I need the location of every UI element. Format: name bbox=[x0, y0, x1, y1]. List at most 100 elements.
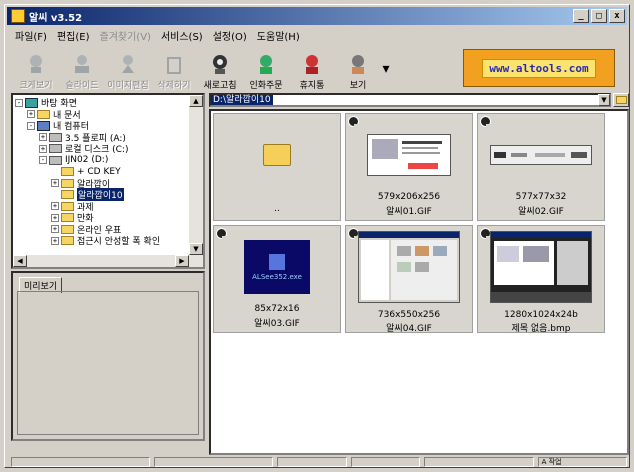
folder-up-button[interactable] bbox=[613, 93, 629, 107]
toolbar: 크게보기 슬라이드 이미지편집 삭제하기 새로고침 인화주문 휴지통 보기 bbox=[7, 45, 459, 91]
address-bar[interactable]: D:\알라깝이10 bbox=[209, 93, 611, 107]
trash-button[interactable]: 휴지통 bbox=[289, 47, 335, 91]
thumbnail-item[interactable]: .. bbox=[213, 113, 341, 221]
tree-item[interactable]: 알라깝이10 bbox=[15, 188, 203, 202]
slideshow-button[interactable]: 슬라이드 bbox=[59, 47, 105, 91]
expand-toggle-icon[interactable]: + bbox=[51, 202, 59, 211]
thumbnail-item[interactable]: ALSee352.exe 85x72x16 알씨03.GIF bbox=[213, 225, 341, 333]
refresh-label: 새로고침 bbox=[203, 81, 237, 91]
preview-tab[interactable]: 미리보기 bbox=[19, 277, 63, 293]
menu-favorites[interactable]: 즐겨찾기(V) bbox=[99, 31, 151, 43]
expand-toggle-icon[interactable]: + bbox=[51, 179, 59, 188]
banner-text: www.altools.com bbox=[482, 58, 596, 78]
tree-item-label: 접근시 안성할 폭 확인 bbox=[77, 237, 161, 248]
expand-toggle-icon[interactable]: - bbox=[27, 121, 35, 130]
drive-icon bbox=[49, 144, 62, 154]
drive-icon bbox=[49, 155, 62, 165]
toolbar-preview-icon bbox=[490, 145, 592, 165]
print-order-icon bbox=[260, 55, 272, 74]
menu-settings[interactable]: 설정(O) bbox=[212, 31, 247, 43]
tree-item-label: 바탕 화면 bbox=[41, 99, 77, 110]
thumbnail-name: 알씨04.GIF bbox=[386, 324, 432, 334]
folder-tree: -바탕 화면+내 문서-내 컴퓨터+3.5 플로피 (A:)+로컬 디스크 (C… bbox=[13, 95, 203, 247]
maximize-button[interactable]: □ bbox=[591, 9, 607, 23]
expand-toggle-icon[interactable]: + bbox=[27, 110, 35, 119]
thumbnail-dims: 579x206x256 bbox=[377, 192, 441, 202]
close-button[interactable]: x bbox=[609, 9, 625, 23]
title-bar[interactable]: 알씨 v3.52 _ □ x bbox=[7, 7, 627, 25]
image-badge-icon bbox=[480, 116, 491, 127]
folder-tree-panel: -바탕 화면+내 문서-내 컴퓨터+3.5 플로피 (A:)+로컬 디스크 (C… bbox=[11, 93, 205, 269]
trash-label: 휴지통 bbox=[299, 81, 325, 91]
menu-service[interactable]: 서비스(S) bbox=[160, 31, 203, 43]
tree-item[interactable]: + 내 문서 bbox=[15, 109, 203, 121]
tree-item-label: 과제 bbox=[77, 202, 94, 213]
scroll-left-button[interactable]: ◀ bbox=[13, 255, 27, 267]
menu-bar: 파일(F) 편집(E) 즐겨찾기(V) 서비스(S) 설정(O) 도움말(H) bbox=[7, 27, 300, 43]
tree-item-label: IJN02 (D:) bbox=[65, 155, 109, 166]
tree-item[interactable]: +3.5 플로피 (A:) bbox=[15, 132, 203, 144]
expand-toggle-icon[interactable]: - bbox=[39, 156, 47, 165]
folder-icon bbox=[263, 144, 291, 166]
delete-button[interactable]: 삭제하기 bbox=[151, 47, 197, 91]
tree-item[interactable]: +만화 bbox=[15, 212, 203, 224]
scroll-down-button[interactable]: ▼ bbox=[189, 243, 203, 255]
tree-item-label: 온라인 우표 bbox=[77, 225, 122, 236]
menu-help[interactable]: 도움말(H) bbox=[256, 31, 300, 43]
tree-item-label: 내 문서 bbox=[53, 110, 81, 121]
view-large-button[interactable]: 크게보기 bbox=[13, 47, 59, 91]
menu-edit[interactable]: 편집(E) bbox=[56, 31, 90, 43]
menu-file[interactable]: 파일(F) bbox=[15, 31, 47, 43]
expand-toggle-icon[interactable]: + bbox=[51, 225, 59, 234]
thumbnail-dims: 85x72x16 bbox=[254, 304, 300, 314]
tree-item[interactable]: -내 컴퓨터 bbox=[15, 120, 203, 132]
thumbnail-name: 알씨01.GIF bbox=[386, 207, 432, 217]
edit-label: 이미지편집 bbox=[107, 81, 149, 91]
tree-item[interactable]: +로컬 디스크 (C:) bbox=[15, 143, 203, 155]
tree-item[interactable]: - 바탕 화면 bbox=[15, 97, 203, 109]
expand-toggle-icon[interactable]: - bbox=[15, 98, 23, 107]
tree-item[interactable]: + 접근시 안성할 폭 확인 bbox=[15, 235, 203, 247]
thumbnail-image bbox=[354, 231, 464, 303]
thumbnail-item[interactable]: 736x550x256 알씨04.GIF bbox=[345, 225, 473, 334]
print-order-button[interactable]: 인화주문 bbox=[243, 47, 289, 91]
expand-toggle-icon[interactable]: + bbox=[51, 236, 59, 245]
slideshow-label: 슬라이드 bbox=[65, 81, 99, 91]
tree-item[interactable]: + 과제 bbox=[15, 201, 203, 213]
tree-item[interactable]: +알라깝이 bbox=[15, 178, 203, 190]
preview-panel: 미리보기 bbox=[11, 271, 205, 441]
address-dropdown-button[interactable]: ▼ bbox=[598, 94, 610, 106]
folder-icon bbox=[37, 109, 50, 119]
tree-item[interactable]: + 온라인 우표 bbox=[15, 224, 203, 236]
thumbnail-item[interactable]: 1280x1024x24b 제목 없음.bmp bbox=[477, 225, 605, 334]
exe-preview: ALSee352.exe bbox=[244, 240, 310, 294]
view-button[interactable]: 보기 bbox=[335, 47, 381, 91]
tree-item-label: 3.5 플로피 (A:) bbox=[65, 133, 126, 144]
thumbnail-name: .. bbox=[274, 204, 280, 214]
minimize-button[interactable]: _ bbox=[573, 9, 589, 23]
folder-icon bbox=[61, 213, 74, 223]
expand-toggle-icon[interactable]: + bbox=[39, 144, 47, 153]
folder-icon bbox=[61, 167, 74, 177]
tree-item-label: + CD KEY bbox=[77, 166, 121, 177]
toolbar-more-button[interactable]: ▾ bbox=[382, 61, 390, 77]
computer-icon bbox=[37, 120, 50, 131]
thumbnail-item[interactable]: 577x77x32 알씨02.GIF bbox=[477, 113, 605, 221]
exe-icon bbox=[269, 253, 285, 270]
scroll-up-button[interactable]: ▲ bbox=[189, 95, 203, 107]
tree-vertical-scrollbar[interactable]: ▲ ▼ bbox=[189, 95, 203, 267]
tree-horizontal-scrollbar[interactable]: ◀ ▶ bbox=[13, 255, 203, 267]
folder-icon bbox=[61, 201, 74, 211]
edit-button[interactable]: 이미지편집 bbox=[105, 47, 151, 91]
thumbnail-grid: .. 579x206x256 알씨01.GIF 577x77x32 알씨02.G… bbox=[209, 109, 629, 455]
tree-item[interactable]: - IJN02 (D:) bbox=[15, 155, 203, 167]
altools-banner[interactable]: www.altools.com bbox=[463, 49, 615, 87]
scroll-right-button[interactable]: ▶ bbox=[175, 255, 189, 267]
thumbnail-item[interactable]: 579x206x256 알씨01.GIF bbox=[345, 113, 473, 221]
image-badge-icon bbox=[348, 116, 359, 127]
expand-toggle-icon[interactable]: + bbox=[51, 213, 59, 222]
expand-toggle-icon[interactable]: + bbox=[39, 133, 47, 142]
folder-up-icon bbox=[615, 96, 627, 104]
refresh-button[interactable]: 새로고침 bbox=[197, 47, 243, 91]
tree-item[interactable]: + CD KEY bbox=[15, 166, 203, 178]
